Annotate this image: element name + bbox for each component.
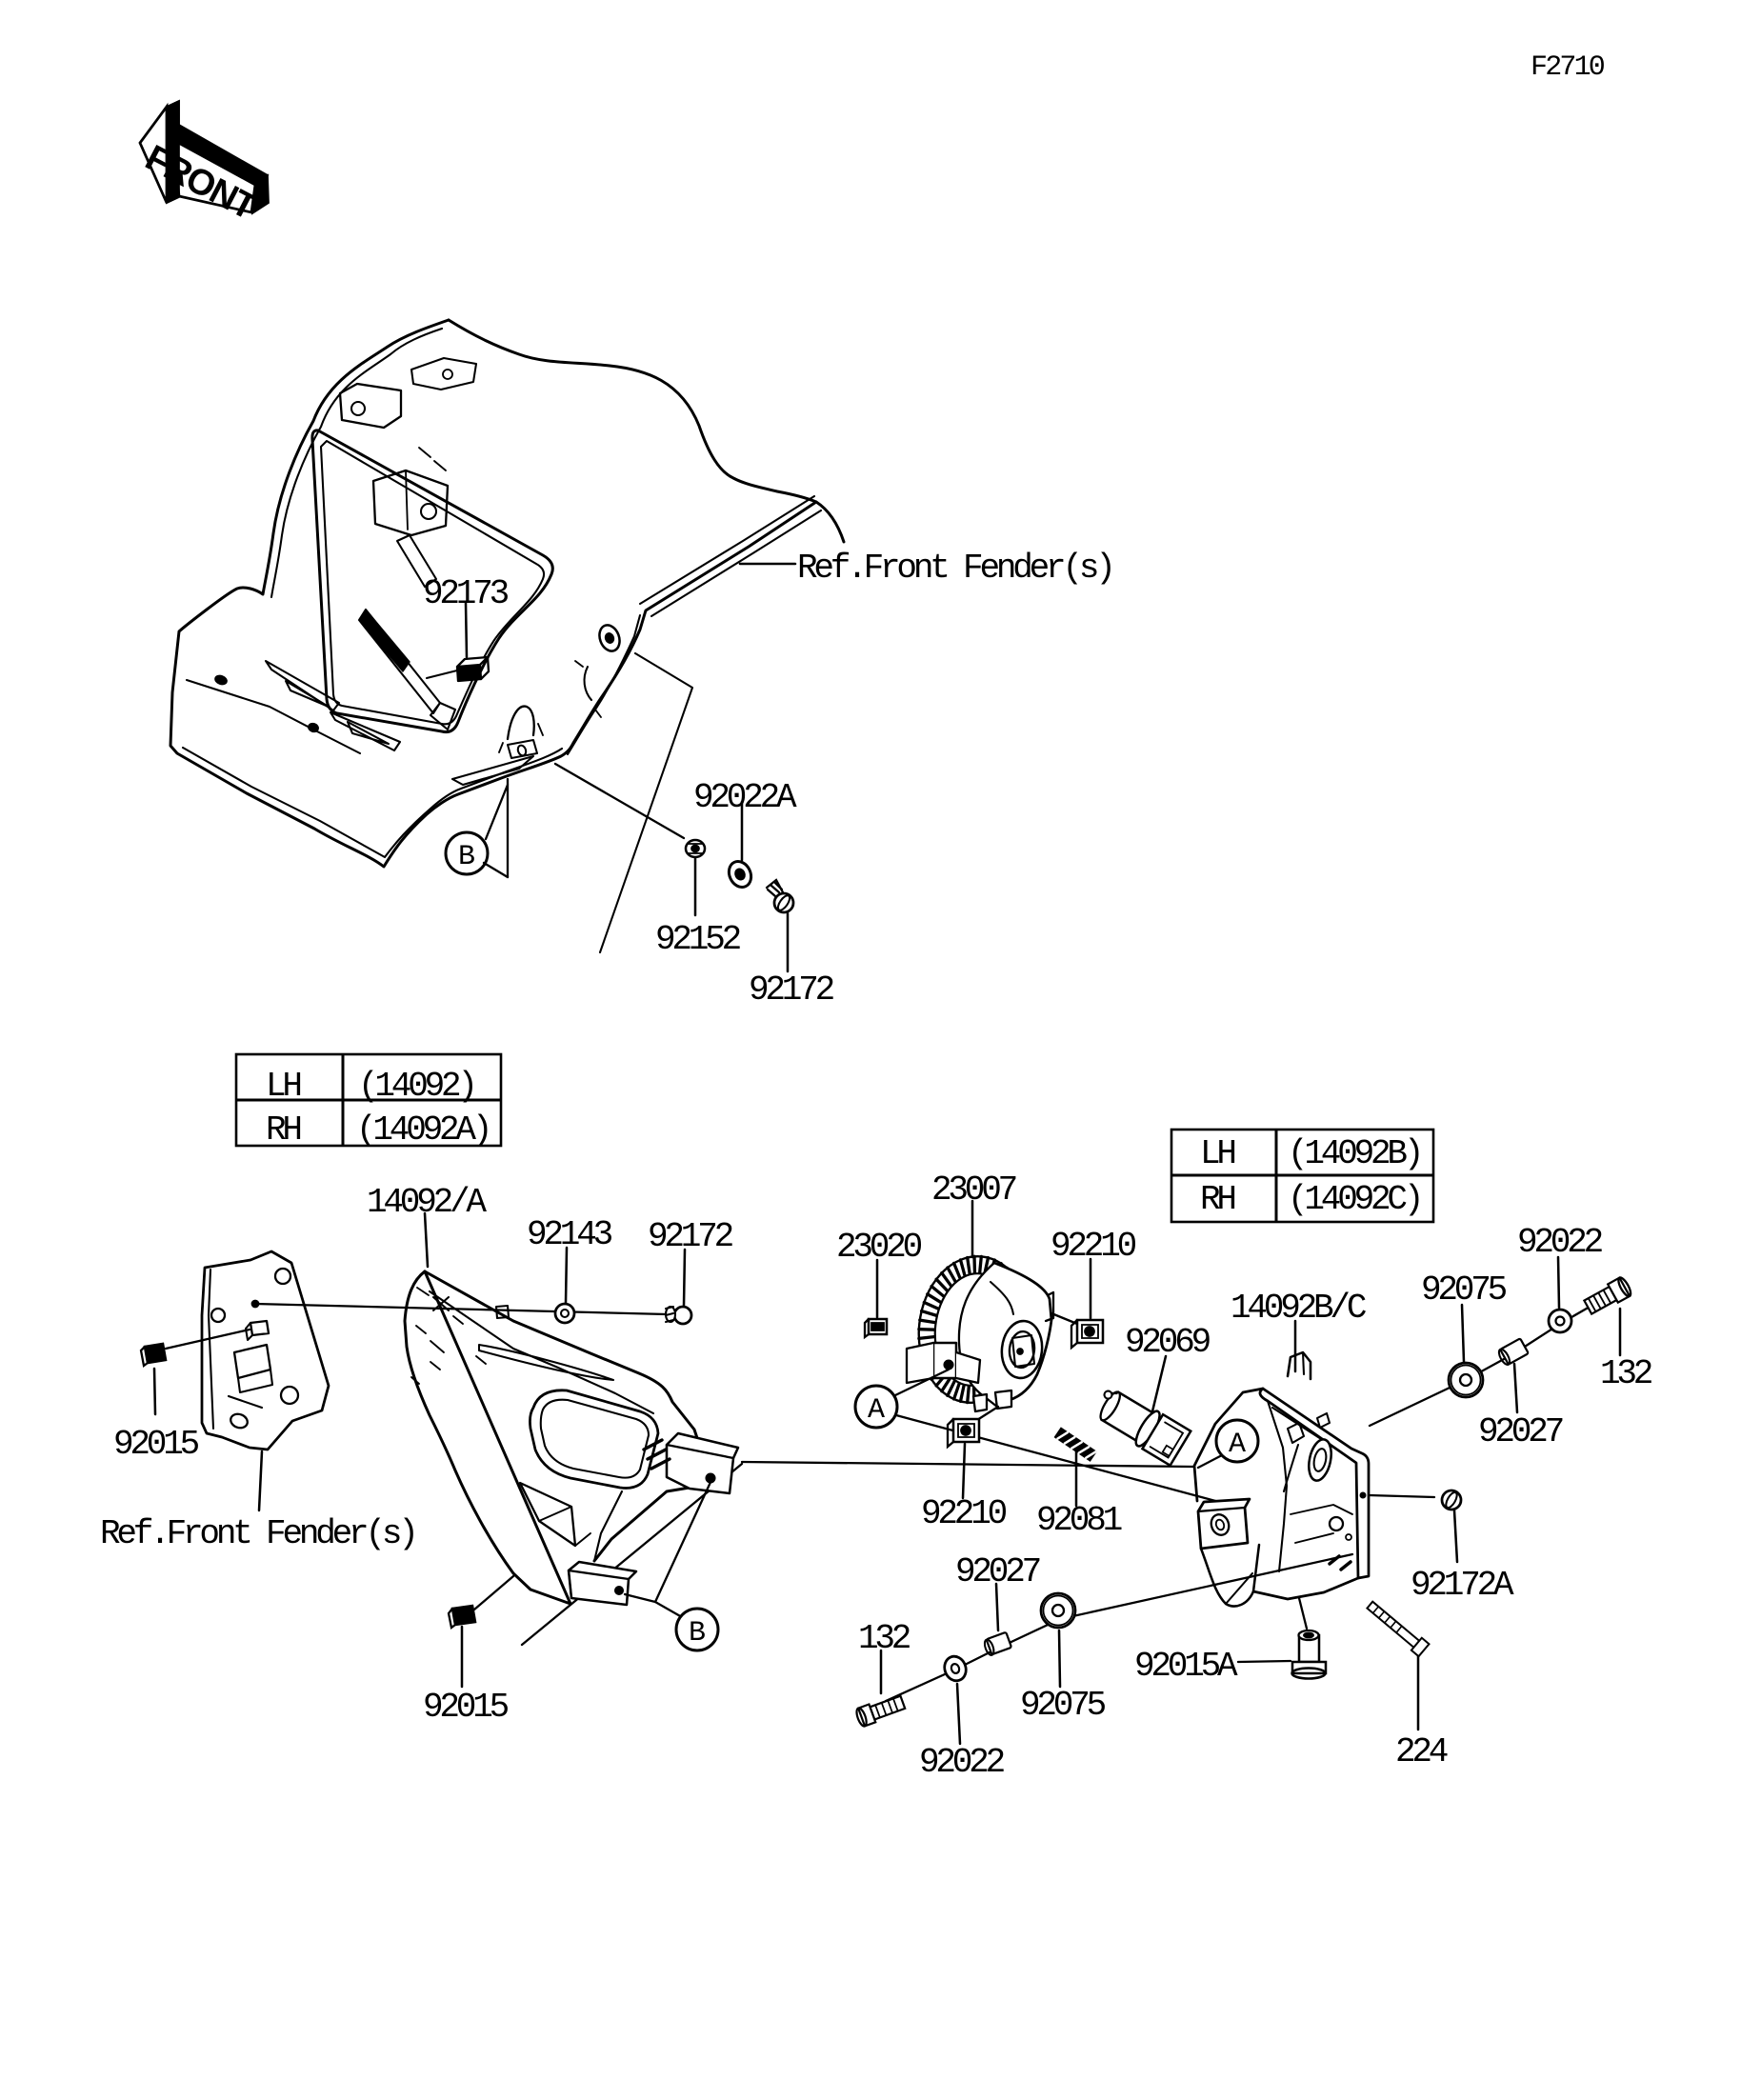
svg-text:RH: RH [266, 1110, 300, 1150]
svg-text:132: 132 [858, 1619, 911, 1658]
svg-text:92027: 92027 [1478, 1412, 1563, 1451]
svg-text:92210: 92210 [1051, 1227, 1136, 1266]
svg-text:F2710: F2710 [1531, 51, 1605, 84]
svg-text:92152: 92152 [655, 920, 741, 959]
svg-text:Ref.Front Fender(s): Ref.Front Fender(s) [797, 549, 1112, 588]
svg-text:92015A: 92015A [1134, 1647, 1238, 1686]
svg-text:(14092A): (14092A) [356, 1110, 489, 1150]
svg-text:92022: 92022 [919, 1743, 1005, 1782]
svg-text:Ref.Front Fender(s): Ref.Front Fender(s) [100, 1514, 415, 1553]
svg-text:92015: 92015 [113, 1425, 199, 1464]
svg-text:LH: LH [266, 1067, 300, 1106]
svg-text:224: 224 [1395, 1732, 1448, 1771]
svg-text:B: B [689, 1617, 706, 1650]
svg-text:92210: 92210 [921, 1494, 1007, 1533]
svg-text:92172: 92172 [749, 970, 834, 1010]
svg-text:LH: LH [1200, 1134, 1234, 1173]
svg-text:92022A: 92022A [693, 778, 797, 817]
svg-text:92172: 92172 [648, 1217, 733, 1256]
svg-text:A: A [868, 1394, 885, 1427]
svg-text:92081: 92081 [1036, 1501, 1122, 1540]
svg-text:23007: 23007 [931, 1170, 1016, 1210]
svg-text:14092/A: 14092/A [367, 1183, 487, 1222]
svg-text:A: A [1229, 1429, 1246, 1461]
svg-text:23020: 23020 [836, 1228, 922, 1267]
svg-text:B: B [458, 841, 475, 873]
svg-text:92173: 92173 [423, 574, 509, 613]
svg-text:92143: 92143 [527, 1215, 612, 1254]
svg-text:132: 132 [1600, 1354, 1652, 1393]
svg-text:92075: 92075 [1020, 1686, 1106, 1725]
svg-text:(14092): (14092) [358, 1067, 474, 1106]
svg-text:(14092B): (14092B) [1288, 1134, 1420, 1173]
svg-text:92022: 92022 [1517, 1223, 1603, 1262]
svg-text:92027: 92027 [955, 1552, 1040, 1591]
svg-text:92075: 92075 [1421, 1270, 1507, 1310]
svg-text:92069: 92069 [1125, 1323, 1211, 1362]
svg-text:(14092C): (14092C) [1288, 1180, 1420, 1219]
svg-text:RH: RH [1200, 1180, 1234, 1219]
svg-text:92172A: 92172A [1411, 1566, 1514, 1605]
svg-text:14092B/C: 14092B/C [1231, 1289, 1367, 1328]
svg-text:92015: 92015 [423, 1688, 509, 1727]
